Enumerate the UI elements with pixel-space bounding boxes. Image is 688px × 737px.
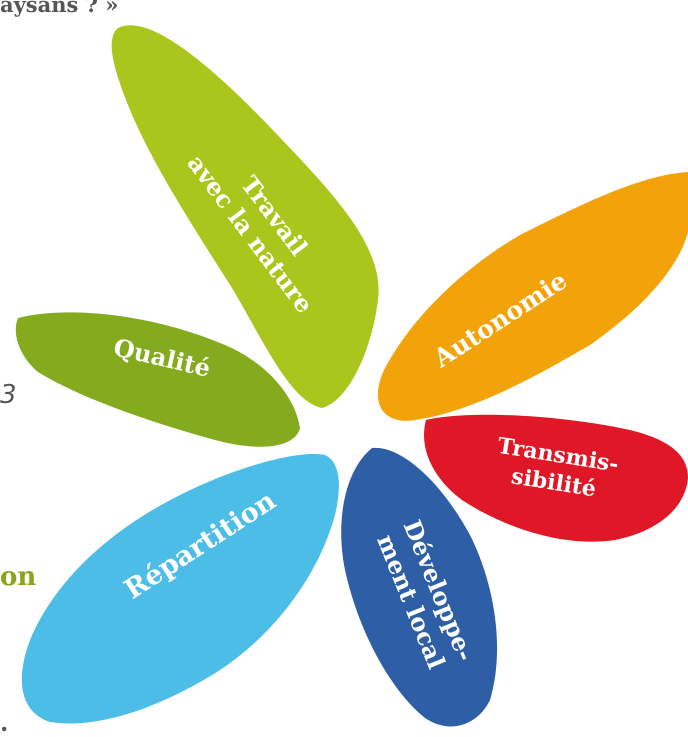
petal-transmissibilite: Transmis- sibilité [424,414,688,542]
petal-qualite-shape [15,312,301,447]
petal-autonomie-shape [377,172,688,421]
petal-qualite: Qualité [15,312,301,447]
petal-repartition-shape [21,454,339,724]
text-fragment-on: on [0,562,37,592]
text-fragment-dot: . [0,708,9,737]
petal-developpement: Développe- ment local [341,447,498,727]
petal-repartition: Répartition [21,454,339,724]
text-fragment-number: 3 [0,380,17,410]
petal-autonomie: Autonomie [377,172,688,421]
text-fragment-top: aysans ? » [0,0,119,17]
petal-transmissibilite-shape [424,414,688,542]
petal-travail-shape [111,25,379,409]
petal-travail: Travail avec la nature [111,25,379,409]
petal-developpement-shape [341,447,498,727]
